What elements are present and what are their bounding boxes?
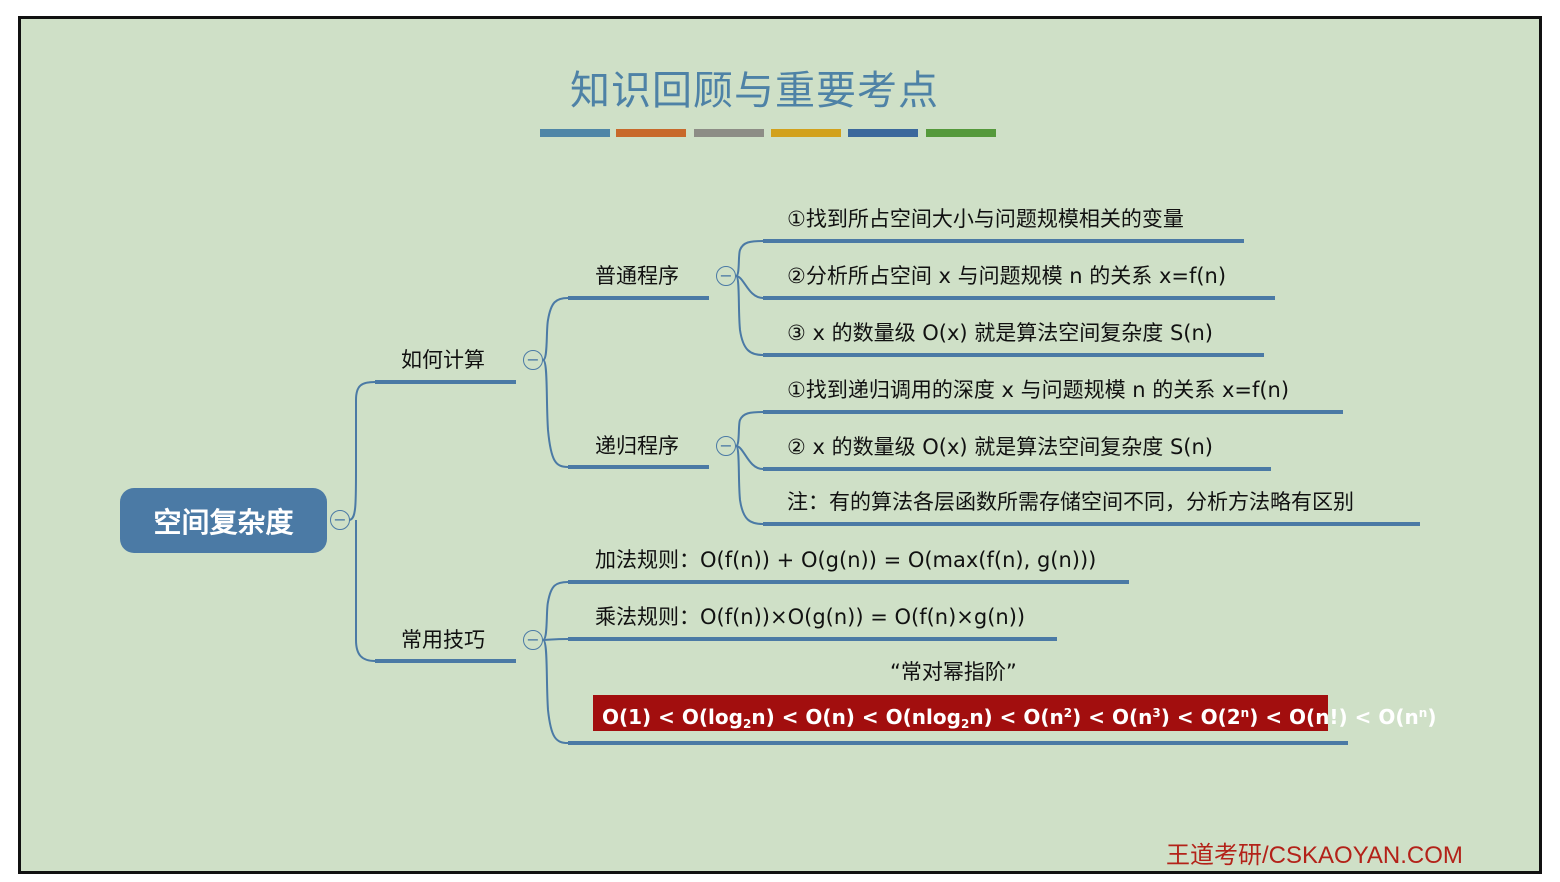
- normal-step-3: ③ x 的数量级 O(x) 就是算法空间复杂度 S(n): [787, 321, 1213, 345]
- recursive-step-1: ①找到递归调用的深度 x 与问题规模 n 的关系 x=f(n): [787, 378, 1290, 402]
- connector-tricks-3: [542, 639, 569, 744]
- connector-root-2: [355, 520, 376, 662]
- mnemonic: “常对幂指阶”: [890, 660, 1017, 684]
- node-common-tricks: 常用技巧: [401, 628, 485, 652]
- node-how-to-compute: 如何计算: [401, 348, 485, 372]
- connector-normal-2: [735, 275, 764, 299]
- normal-step-1: ①找到所占空间大小与问题规模相关的变量: [787, 207, 1184, 231]
- node-recursive-program: 递归程序: [595, 434, 679, 458]
- slide-frame: [18, 16, 1542, 874]
- title-bar-4: [771, 129, 841, 137]
- connector-tricks: [542, 581, 569, 641]
- title-bar-3: [694, 129, 764, 137]
- title-bar-6: [926, 129, 996, 137]
- collapse-icon[interactable]: −: [330, 510, 350, 530]
- connector-how-2: [542, 359, 569, 468]
- connector-root: [348, 381, 376, 521]
- multiplication-rule: 乘法规则：O(f(n))×O(g(n)) = O(f(n)×g(n)): [595, 605, 1026, 629]
- page-title: 知识回顾与重要考点: [570, 68, 939, 114]
- recursive-step-2: ② x 的数量级 O(x) 就是算法空间复杂度 S(n): [787, 435, 1213, 459]
- collapse-icon[interactable]: −: [523, 630, 543, 650]
- collapse-icon[interactable]: −: [716, 266, 736, 286]
- complexity-ordering: O(1) < O(log2n) < O(n) < O(nlog2n) < O(n…: [593, 695, 1436, 731]
- connector-how: [542, 297, 569, 361]
- normal-step-2: ②分析所占空间 x 与问题规模 n 的关系 x=f(n): [787, 264, 1227, 288]
- connector-tricks-2: [542, 638, 569, 641]
- connector-rec-3: [735, 445, 764, 525]
- root-label: 空间复杂度: [153, 505, 294, 539]
- root-node[interactable]: 空间复杂度: [120, 488, 327, 553]
- title-bar-5: [848, 129, 918, 137]
- connector-normal-3: [735, 275, 764, 356]
- collapse-icon[interactable]: −: [716, 436, 736, 456]
- connector-rec: [735, 411, 764, 447]
- collapse-icon[interactable]: −: [523, 350, 543, 370]
- addition-rule: 加法规则：O(f(n)) + O(g(n)) = O(max(f(n), g(n…: [595, 548, 1097, 572]
- connector-normal: [735, 240, 764, 277]
- node-normal-program: 普通程序: [595, 264, 679, 288]
- brand-watermark: 王道考研/CSKAOYAN.COM: [1166, 842, 1463, 869]
- recursive-note: 注：有的算法各层函数所需存储空间不同，分析方法略有区别: [787, 490, 1354, 514]
- title-bar-2: [616, 129, 686, 137]
- connector-rec-2: [735, 445, 764, 470]
- title-bar-1: [540, 129, 610, 137]
